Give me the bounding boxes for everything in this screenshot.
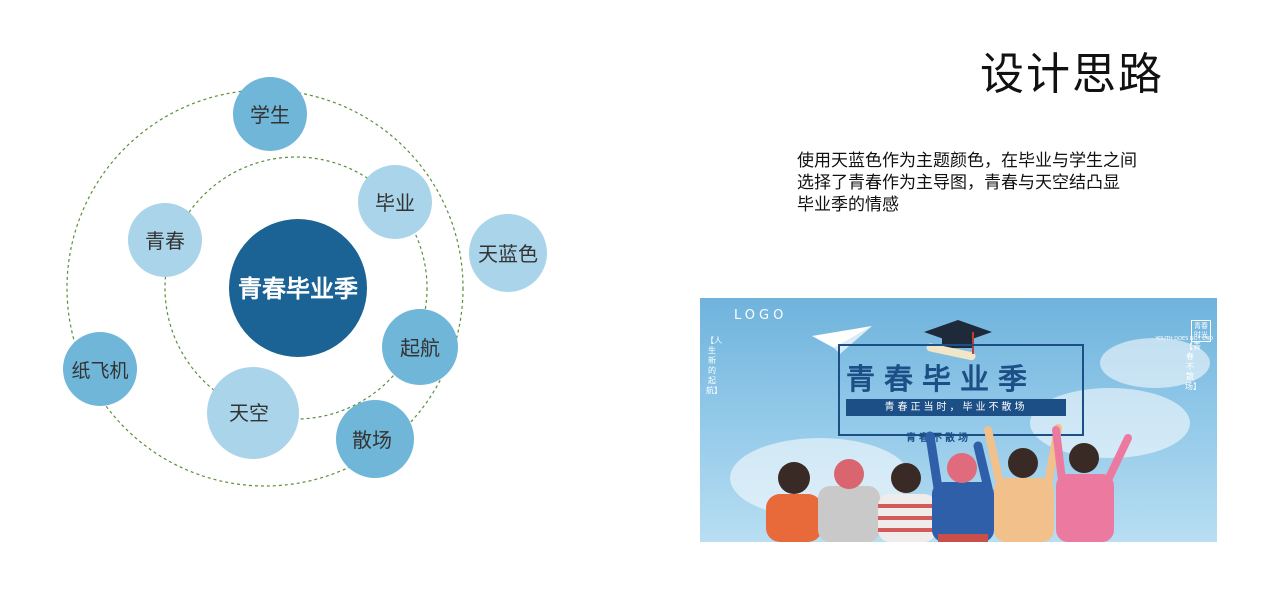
poster-right-vertical-text: 【青春不散场】 [1185, 342, 1201, 391]
node-paper-plane-label: 纸飞机 [71, 360, 128, 382]
node-paper-plane [63, 332, 137, 406]
design-description: 使用天蓝色作为主题颜色，在毕业与学生之间 选择了青春作为主导图，青春与天空结凸显… [797, 150, 1197, 216]
concept-diagram: 青春毕业季 学生 青春 毕业 天蓝色 起航 天空 散场 纸飞机 [63, 77, 547, 487]
node-graduation-label: 毕业 [375, 191, 415, 215]
node-graduation [358, 165, 432, 239]
node-disperse-label: 散场 [352, 428, 392, 452]
poster-left-vertical-text: 【人生新的起航】 [706, 336, 722, 395]
cloud [1100, 338, 1210, 388]
poster-tagline: 青春不散场 [906, 433, 971, 444]
poster-subtitle: 青春正当时，毕业不散场 [846, 399, 1066, 416]
poster-preview: LOGO 青春毕业季 青春正当时，毕业不散场 青春不散场 【人生新的起航】 青春… [700, 298, 1217, 542]
center-label: 青春毕业季 [238, 275, 358, 303]
poster-right-english: YOUTH DOES NOT END [1155, 336, 1213, 342]
paper-plane-icon [812, 326, 872, 354]
node-student-label: 学生 [250, 103, 290, 127]
poster-title-frame [838, 344, 1084, 436]
node-youth-label: 青春 [145, 229, 185, 253]
graduation-cap-icon [924, 320, 992, 361]
node-sail [382, 309, 458, 385]
node-sky-label: 天空 [229, 401, 269, 425]
node-disperse [336, 400, 414, 478]
section-title: 设计思路 [980, 49, 1164, 100]
node-sky [207, 367, 299, 459]
description-line-1: 使用天蓝色作为主题颜色，在毕业与学生之间 [797, 151, 1137, 171]
poster-title: 青春毕业季 [846, 362, 1037, 396]
node-student [233, 77, 307, 151]
node-sky-blue-label: 天蓝色 [478, 242, 538, 266]
node-sail-label: 起航 [400, 336, 440, 360]
node-sky-blue [469, 214, 547, 292]
description-line-3: 毕业季的情感 [797, 195, 899, 215]
description-line-2: 选择了青春作为主导图，青春与天空结凸显 [797, 173, 1120, 193]
poster-logo: LOGO [734, 308, 788, 323]
center-node [229, 219, 367, 357]
node-youth [128, 203, 202, 277]
students-illustration [766, 424, 1132, 542]
poster-right-box: 青春时光 [1191, 320, 1211, 342]
